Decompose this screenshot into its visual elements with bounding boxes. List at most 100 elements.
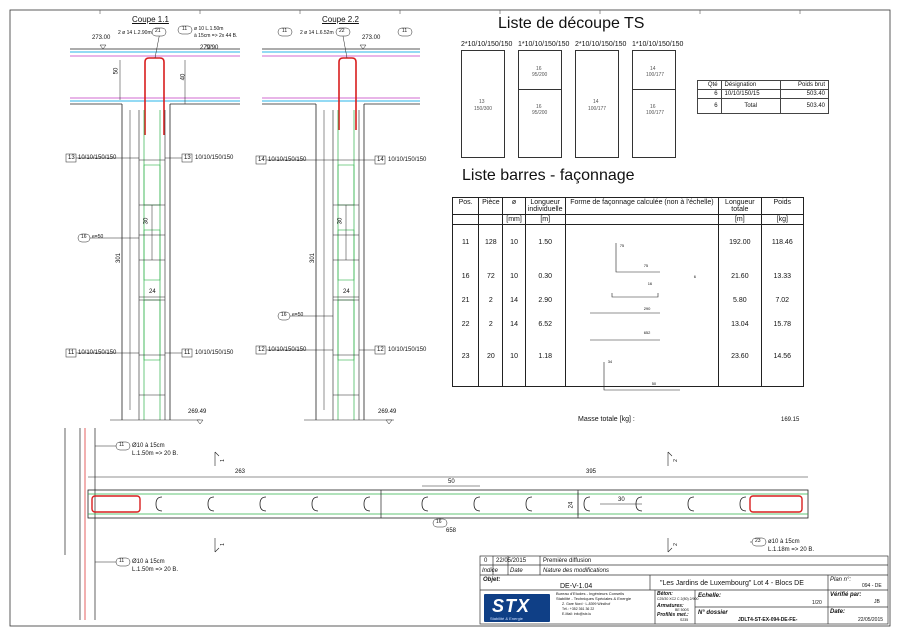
ts-panel-4-label: 1*10/10/150/150 [632, 41, 684, 48]
bars-header-pos: Pos. [451, 197, 480, 215]
coupe-2-title: Coupe 2.2 [322, 15, 359, 24]
tb-armatures-value: BE 500S [675, 608, 689, 612]
shape-16-a: 16 [647, 280, 653, 286]
coupe2-label-12-right: 10/10/150/150 [388, 347, 427, 353]
bars-cell-long-tot: 192.00 [718, 224, 762, 267]
tb-indice-value: 0 [484, 558, 488, 564]
bars-cell-diam: 10 [502, 338, 526, 387]
tb-objet-label: Objet: [483, 577, 501, 583]
plan-dim-24: 24 [568, 501, 575, 509]
coupe1-dim-50: 50 [113, 67, 120, 75]
bars-header-diam: ø [502, 197, 526, 215]
bars-cell-pos: 23 [451, 338, 480, 387]
bars-cell-piece: 2 [478, 314, 504, 339]
tb-verifie-value: JB [874, 599, 880, 605]
plan-tag-11-bot: 11 [119, 558, 125, 564]
coupe1-tag-13-left: 13 [68, 155, 75, 161]
bars-cell-long-tot: 13.04 [718, 314, 762, 339]
tb-nature-label: Nature des modifications [543, 568, 610, 574]
bars-cell-long-ind: 2.90 [524, 290, 566, 315]
coupe2-tag-14-right: 14 [377, 157, 384, 163]
tb-echelle-value: 1/20 [812, 600, 822, 606]
plan-section-1-bot: 1 [219, 543, 226, 546]
tb-indice-label: Indice [482, 568, 499, 574]
tb-date-label: Date [510, 568, 523, 574]
qte-header-designation: Désignation [720, 80, 781, 90]
coupe2-tag-12-left: 12 [258, 347, 265, 353]
plan-label-11-top-b: L.1.50m => 20 B. [132, 451, 179, 457]
tb-company-1: Bureau d'Etudes - Ingénieurs Conseils [556, 591, 625, 596]
shape-16-b: 6 [693, 273, 696, 279]
coupe1-label-13-right: 10/10/150/150 [195, 155, 234, 161]
bars-cell-diam: 14 [502, 314, 526, 339]
tb-verifie-label: Vérifié par: [830, 592, 862, 598]
bars-cell-piece: 20 [478, 338, 504, 387]
masse-totale-label: Masse totale [kg] : [578, 416, 635, 423]
bars-cell-piece: 72 [478, 266, 504, 291]
ts-list-title: Liste de découpe TS [498, 15, 645, 32]
bars-cell-long-ind: 1.18 [524, 338, 566, 387]
qte-cell: Total [720, 98, 781, 114]
coupe2-label-14-right: 10/10/150/150 [388, 157, 427, 163]
bars-cell-forme: 652 [564, 314, 720, 339]
ts-panel-1: 13 150/300 [461, 50, 505, 158]
ts-panel-3-label: 2*10/10/150/150 [575, 41, 627, 48]
ts-panel-4: 14 100/177 16 100/177 [632, 50, 676, 158]
plan-label-11-top-a: Ø10 à 15cm [132, 443, 165, 449]
ts-panel-1-label: 2*10/10/150/150 [461, 41, 513, 48]
bars-cell-poids: 14.56 [760, 338, 805, 387]
tb-date-value: 22/05/2015 [496, 558, 527, 564]
coupe1-tag-11: 11 [182, 26, 188, 32]
coupe1-dim-30: 30 [143, 217, 150, 225]
tb-company-3: Z. Gare Nord · L-8399 Windhof [562, 602, 611, 606]
table-row: 11 128 10 1.50 75 75 192.00 118.46 [451, 224, 805, 268]
plan-tag-11-top: 11 [119, 442, 125, 448]
plan-tag-23: 23 [755, 538, 761, 544]
coupe1-tag-16: 16 [81, 234, 87, 240]
qte-cell: 503.40 [779, 89, 830, 99]
titleblock-frame [479, 555, 889, 625]
bars-cell-long-ind: 0.30 [524, 266, 566, 291]
shape-23-b: 34 [607, 358, 613, 364]
bars-unit-diam: [mm] [502, 214, 526, 225]
qte-cell: 503.40 [779, 98, 830, 114]
shape-23-a: 50 [651, 380, 657, 386]
qte-header-qte: Qté [697, 80, 722, 90]
coupe1-tag-13-right: 13 [184, 155, 191, 161]
plan-label-23-a: ø10 à 15cm [768, 539, 800, 545]
bars-cell-diam: 10 [502, 266, 526, 291]
plan-label-23-b: L.1.18m => 20 B. [768, 547, 815, 553]
coupe-1-drawing [65, 25, 240, 425]
tb-beton-label: Béton: [657, 591, 673, 597]
qte-header-poids: Poids brut [779, 80, 830, 90]
ts-panel-3: 14 100/177 [575, 50, 619, 158]
tb-echelle-label: Echelle: [698, 593, 722, 599]
coupe2-tag-16: 16 [281, 312, 287, 318]
tb-dossier-value: JDLT4-ST-EX-094-DE-FE- [738, 617, 798, 623]
masse-totale-value: 169.15 [781, 417, 800, 423]
plan-view-drawing [64, 428, 809, 620]
plan-dim-30: 30 [618, 497, 625, 503]
bars-cell-forme: 34 50 [564, 338, 720, 387]
qte-cell: 6 [697, 89, 722, 99]
bars-cell-poids: 7.02 [760, 290, 805, 315]
table-row: 22 2 14 6.52 652 13.04 15.78 [451, 314, 805, 339]
coupe-1-title: Coupe 1.1 [132, 15, 169, 24]
tb-beton-value: C25/30 XC2 C 2(80) 2/900 [657, 597, 699, 601]
bars-cell-pos: 22 [451, 314, 480, 339]
qte-row: 6 Total 503.40 [697, 98, 830, 114]
bars-cell-poids: 15.78 [760, 314, 805, 339]
tb-company-4: Tél.: +352 361 36 22 [562, 607, 595, 611]
coupe1-label-2o14: 2 ø 14 L.2.90m [118, 30, 152, 36]
shape-11-a: 75 [619, 243, 625, 248]
plan-tag-16: 16 [436, 519, 442, 525]
plan-label-11-bot-a: Ø10 à 15cm [132, 559, 165, 565]
coupe2-label-12-left: 10/10/150/150 [268, 347, 307, 353]
bars-cell-long-tot: 5.80 [718, 290, 762, 315]
bars-cell-diam: 14 [502, 290, 526, 315]
tb-nature-value: Première diffusion [543, 558, 592, 564]
coupe2-dim-301: 301 [310, 252, 317, 264]
shape-22-a: 652 [643, 329, 651, 335]
